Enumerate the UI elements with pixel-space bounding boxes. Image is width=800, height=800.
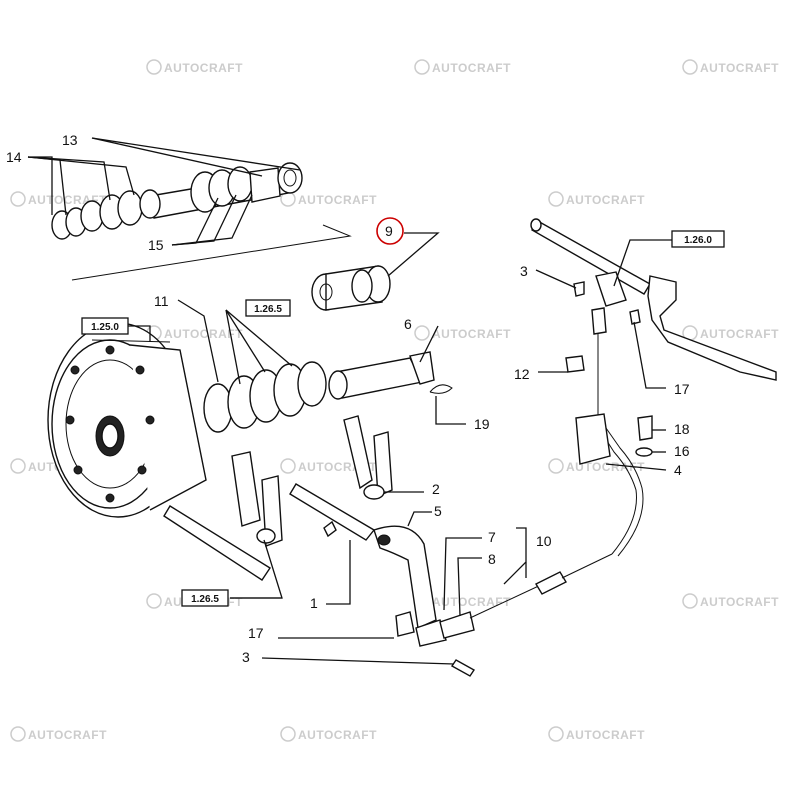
callout-12: 12 bbox=[514, 366, 530, 382]
watermark: AUTOCRAFT bbox=[10, 726, 107, 742]
svg-text:AUTOCRAFT: AUTOCRAFT bbox=[432, 327, 511, 341]
callout-8: 8 bbox=[488, 551, 496, 567]
callout-3-lower: 3 bbox=[242, 649, 250, 665]
leader-15 bbox=[171, 194, 253, 246]
callout-9-highlight bbox=[376, 217, 404, 245]
watermark: AUTOCRAFT bbox=[280, 191, 377, 207]
leader-3-upper bbox=[535, 269, 577, 289]
leader-5 bbox=[407, 511, 432, 527]
watermark: AUTOCRAFT bbox=[414, 325, 511, 341]
leader-8 bbox=[457, 557, 482, 617]
callout-18: 18 bbox=[674, 421, 690, 437]
part-1-bolt bbox=[323, 520, 337, 538]
watermark: AUTOCRAFT bbox=[682, 325, 779, 341]
svg-text:AUTOCRAFT: AUTOCRAFT bbox=[700, 595, 779, 609]
part-5-lever bbox=[289, 483, 437, 630]
svg-text:AUTOCRAFT: AUTOCRAFT bbox=[432, 61, 511, 75]
watermark: AUTOCRAFT bbox=[146, 59, 243, 75]
svg-text:AUTOCRAFT: AUTOCRAFT bbox=[566, 460, 645, 474]
leader-3-lower bbox=[261, 657, 455, 665]
watermark: AUTOCRAFT bbox=[682, 59, 779, 75]
leader-17-upper bbox=[633, 321, 666, 389]
svg-text:1.26.5: 1.26.5 bbox=[254, 304, 282, 315]
ref-box-1-26-5-bottom[interactable]: 1.26.5 bbox=[181, 589, 229, 607]
part-9-sleeve bbox=[311, 265, 391, 311]
pedal-assembly bbox=[530, 218, 777, 465]
leader-14 bbox=[27, 156, 135, 216]
callout-3-upper: 3 bbox=[520, 263, 528, 279]
ref-box-1-26-5-top[interactable]: 1.26.5 bbox=[245, 299, 291, 317]
part-3-bolt-lower bbox=[450, 659, 476, 677]
clutch-cable bbox=[415, 427, 644, 647]
callout-15: 15 bbox=[148, 237, 164, 253]
part-17-clip-lower bbox=[395, 611, 415, 637]
svg-text:AUTOCRAFT: AUTOCRAFT bbox=[164, 61, 243, 75]
svg-text:AUTOCRAFT: AUTOCRAFT bbox=[432, 595, 511, 609]
svg-text:AUTOCRAFT: AUTOCRAFT bbox=[566, 193, 645, 207]
leader-13 bbox=[91, 137, 301, 177]
svg-text:AUTOCRAFT: AUTOCRAFT bbox=[700, 61, 779, 75]
svg-text:AUTOCRAFT: AUTOCRAFT bbox=[566, 728, 645, 742]
watermark: AUTOCRAFT bbox=[548, 726, 645, 742]
callout-14: 14 bbox=[6, 149, 22, 165]
watermark: AUTOCRAFT bbox=[682, 593, 779, 609]
leader-6 bbox=[419, 325, 439, 363]
svg-text:AUTOCRAFT: AUTOCRAFT bbox=[28, 728, 107, 742]
svg-text:1.25.0: 1.25.0 bbox=[91, 322, 119, 333]
part-19-clip bbox=[429, 384, 453, 394]
callout-4: 4 bbox=[674, 462, 682, 478]
watermark: AUTOCRAFT bbox=[548, 458, 645, 474]
leader-ref-1-26-5-bottom bbox=[230, 539, 283, 599]
callout-10: 10 bbox=[536, 533, 552, 549]
lower-fork-assembly bbox=[163, 451, 283, 581]
leader-ref-1-25-0 bbox=[128, 325, 151, 342]
svg-text:AUTOCRAFT: AUTOCRAFT bbox=[164, 327, 243, 341]
svg-text:1.26.0: 1.26.0 bbox=[684, 235, 712, 246]
callout-1: 1 bbox=[310, 595, 318, 611]
callout-6: 6 bbox=[404, 316, 412, 332]
leader-4 bbox=[605, 463, 667, 471]
release-bearing-group bbox=[203, 351, 435, 433]
watermark: AUTOCRAFT bbox=[146, 325, 243, 341]
clutch-assembly bbox=[47, 322, 207, 518]
svg-text:AUTOCRAFT: AUTOCRAFT bbox=[298, 193, 377, 207]
svg-text:1.26.5: 1.26.5 bbox=[191, 594, 219, 605]
callout-16: 16 bbox=[674, 443, 690, 459]
svg-text:AUTOCRAFT: AUTOCRAFT bbox=[298, 728, 377, 742]
leader-1 bbox=[326, 540, 351, 605]
callout-19: 19 bbox=[474, 416, 490, 432]
callout-11: 11 bbox=[154, 293, 169, 309]
leader-19 bbox=[435, 396, 466, 425]
leader-ref-1-26-0 bbox=[613, 239, 672, 287]
part-2-fork bbox=[343, 415, 393, 500]
callout-17-upper: 17 bbox=[674, 381, 690, 397]
svg-text:AUTOCRAFT: AUTOCRAFT bbox=[700, 327, 779, 341]
watermark: AUTOCRAFT bbox=[548, 191, 645, 207]
watermark: AUTOCRAFT bbox=[414, 59, 511, 75]
callout-9: 9 bbox=[385, 223, 393, 239]
leader-ref-1-26-5-top bbox=[225, 309, 293, 385]
callout-5: 5 bbox=[434, 503, 442, 519]
callout-13: 13 bbox=[62, 132, 78, 148]
leader-9 bbox=[387, 232, 440, 277]
callout-2: 2 bbox=[432, 481, 440, 497]
ref-box-1-25-0[interactable]: 1.25.0 bbox=[81, 317, 129, 335]
leader-10 bbox=[503, 527, 527, 585]
callout-7: 7 bbox=[488, 529, 496, 545]
callout-17-lower: 17 bbox=[248, 625, 264, 641]
input-shaft-assembly bbox=[51, 162, 352, 281]
leader-11 bbox=[177, 299, 219, 383]
watermark: AUTOCRAFT bbox=[280, 726, 377, 742]
ref-box-1-26-0[interactable]: 1.26.0 bbox=[671, 230, 725, 248]
leader-7 bbox=[443, 537, 482, 611]
